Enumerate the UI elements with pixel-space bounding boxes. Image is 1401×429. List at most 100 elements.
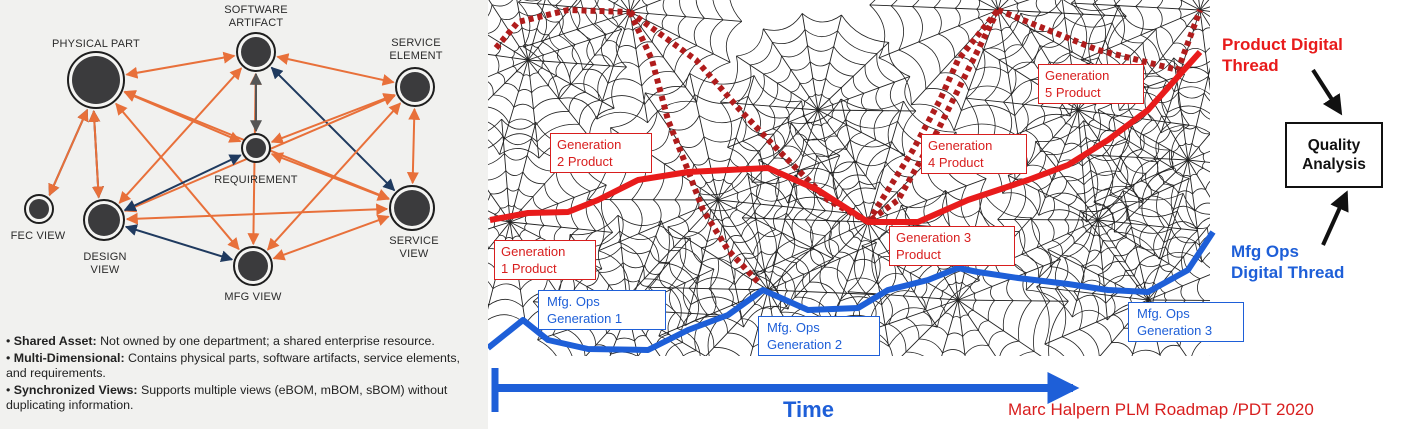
web-strand	[1199, 9, 1210, 12]
graph-edge	[270, 93, 396, 144]
node-label-fec-view: FEC VIEW	[10, 230, 66, 242]
node-requirement	[246, 138, 266, 158]
web-strand	[607, 0, 631, 13]
graph-edge	[125, 51, 236, 79]
node-label-physical-part: PHYSICAL PART	[52, 38, 140, 50]
web-ring	[720, 13, 917, 206]
web-strand	[1199, 0, 1210, 11]
web-strand	[1199, 0, 1204, 11]
generation-1-product-box: Generation 1 Product	[494, 240, 596, 280]
web-ring	[846, 201, 890, 244]
web-ring	[555, 0, 705, 87]
spider-web-background	[488, 0, 1210, 356]
web-ring	[1054, 208, 1210, 356]
web-strand	[957, 299, 1042, 356]
product-digital-thread-line	[489, 49, 1203, 225]
graph-edges	[48, 51, 421, 263]
web-strand	[629, 0, 641, 13]
web-ring	[592, 0, 668, 50]
web-strand	[1187, 159, 1210, 173]
web-strand	[995, 0, 999, 11]
web-strand	[1077, 109, 1175, 170]
web-ring	[1136, 108, 1210, 212]
web-strand	[736, 55, 819, 111]
graph-nodes	[24, 32, 435, 286]
thread-timeline-graphic	[488, 0, 1349, 412]
mfg-ops-digital-thread-line	[488, 230, 1216, 353]
mfg-ops-generation-1-box: Mfg. Ops Generation 1	[538, 290, 666, 330]
web-strand	[488, 189, 511, 223]
web-ring	[495, 27, 562, 93]
bullet-shared-asset: • Shared Asset: Not owned by one departm…	[6, 334, 435, 348]
web-ring	[488, 11, 578, 110]
web-ring	[536, 0, 724, 105]
web-strand	[997, 0, 1030, 11]
graph-edge	[270, 152, 390, 201]
generation-2-product-box: Generation 2 Product	[550, 133, 652, 173]
web-ring	[939, 281, 977, 319]
digital-thread-network-panel: PHYSICAL PART SOFTWARE ARTIFACT SERVICE …	[0, 0, 488, 429]
web-strand	[1199, 6, 1210, 11]
author-credit: Marc Halpern PLM Roadmap /PDT 2020	[1008, 400, 1314, 419]
web-ring	[912, 0, 1084, 95]
node-fec-view	[29, 199, 49, 219]
web-ring	[488, 0, 594, 126]
web-ring	[1170, 142, 1206, 178]
node-physical-part	[72, 56, 120, 104]
time-axis-label: Time	[783, 397, 834, 422]
web-strand	[705, 289, 769, 356]
web-strand	[488, 53, 529, 61]
mfg-ops-digital-thread-label: Mfg Ops Digital Thread	[1231, 242, 1345, 282]
web-strand	[649, 286, 769, 291]
graph-edge	[125, 203, 389, 225]
web-strand	[847, 291, 959, 301]
graph-edge	[406, 107, 421, 185]
generation-4-product-box: Generation 4 Product	[921, 134, 1027, 174]
bullet-text: Supports multiple views (eBOM, mBOM, sBO…	[6, 383, 448, 412]
graph-edge	[272, 214, 390, 261]
generation-3-product-box: Generation 3 Product	[889, 226, 1015, 266]
web-ring	[1119, 91, 1210, 229]
graph-edge	[123, 154, 242, 212]
web-ring	[674, 157, 762, 243]
node-label-software-artifact: SOFTWARE ARTIFACT	[224, 4, 288, 29]
graph-edge	[124, 224, 234, 263]
web-ring	[511, 43, 545, 77]
node-design-view	[88, 204, 120, 236]
web-strand	[978, 0, 999, 11]
ops-to-quality-arrow	[1321, 190, 1349, 246]
digital-thread-timeline-panel: Generation 1 Product Generation 2 Produc…	[488, 0, 1401, 429]
product-digital-thread-label: Product Digital Thread	[1222, 35, 1343, 75]
node-label-mfg-view: MFG VIEW	[224, 291, 282, 303]
node-label-service-view: SERVICE VIEW	[389, 235, 439, 260]
node-label-design-view: DESIGN VIEW	[83, 251, 127, 276]
generation-link-dotted-thread	[493, 6, 1203, 285]
product-to-quality-arrow	[1311, 68, 1343, 116]
node-mfg-view	[238, 251, 268, 281]
web-strand	[629, 0, 662, 13]
bullet-synchronized-views: • Synchronized Views: Supports multiple …	[6, 383, 448, 412]
web-ring	[573, 0, 687, 68]
web-ring	[1153, 125, 1210, 195]
graph-edge	[48, 108, 89, 197]
bullet-text: Contains physical parts, software artifa…	[6, 351, 460, 380]
web-strand	[516, 0, 529, 61]
node-service-view	[394, 190, 430, 226]
quality-analysis-box: Quality Analysis	[1285, 122, 1383, 188]
network-graph	[24, 32, 435, 286]
node-label-requirement: REQUIREMENT	[214, 174, 298, 186]
web-ring	[954, 0, 1042, 53]
web-strand	[1179, 0, 1201, 11]
feature-bullet-list: • Shared Asset: Not owned by one departm…	[6, 334, 484, 415]
web-ring	[866, 208, 1051, 356]
web-ring	[1156, 0, 1210, 53]
node-service-element	[400, 72, 430, 102]
node-label-service-element: SERVICE ELEMENT	[389, 37, 443, 62]
web-strand	[1187, 150, 1210, 161]
web-ring	[1036, 190, 1210, 356]
bullet-text: Not owned by one department; a shared en…	[96, 334, 435, 348]
web-ring	[933, 0, 1063, 74]
web-ring	[1135, 0, 1210, 75]
web-ring	[768, 61, 868, 159]
bullet-term: Shared Asset:	[13, 334, 97, 348]
